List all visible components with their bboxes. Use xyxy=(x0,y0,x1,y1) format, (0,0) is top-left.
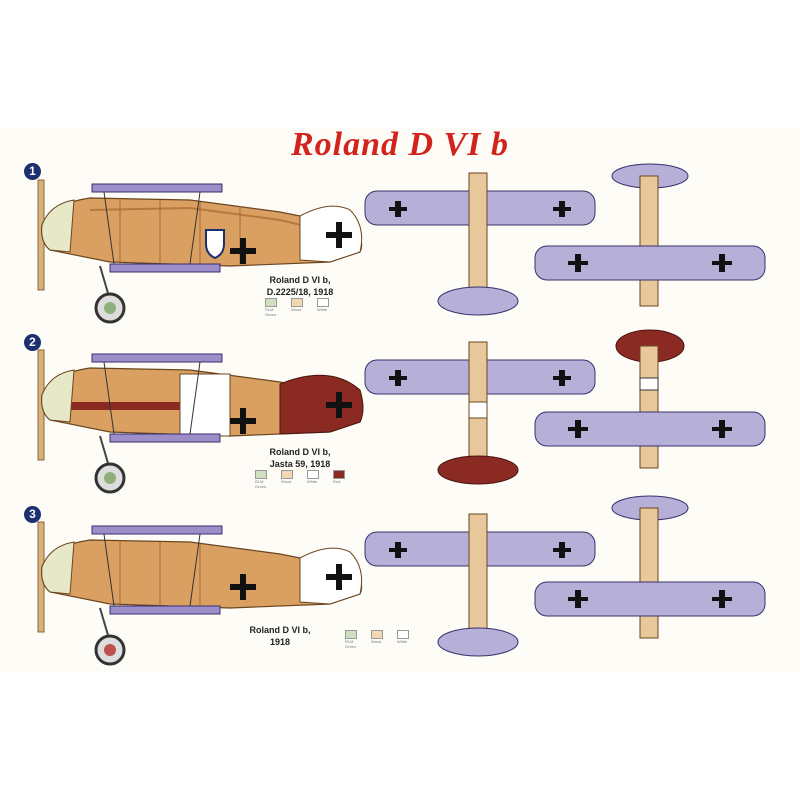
color-swatches: RLM Green Wood White xyxy=(345,630,415,649)
color-swatches: RLM Green Wood White xyxy=(265,298,335,317)
profile-number-badge: 3 xyxy=(24,506,41,523)
profile-caption-line1: Roland D VI b, xyxy=(269,447,331,457)
decal-sheet: Roland D VI b 1 Roland D VI b, D.2225/18… xyxy=(0,128,800,673)
swatch: Wood xyxy=(371,630,389,649)
bottom-plan-view-3 xyxy=(534,495,766,639)
profile-caption-line2: 1918 xyxy=(269,637,291,647)
side-profile-1 xyxy=(37,179,363,324)
color-swatches: RLM Green Wood White Red xyxy=(255,470,351,489)
bottom-plan-view-1 xyxy=(534,163,766,307)
profile-caption: Roland D VI b, Jasta 59, 1918 xyxy=(230,446,370,470)
side-profile-2 xyxy=(37,349,364,494)
swatch: RLM Green xyxy=(265,298,283,317)
swatch: RLM Green xyxy=(255,470,273,489)
top-plan-view-3 xyxy=(364,513,596,657)
swatch: Red xyxy=(333,470,351,489)
swatch: Wood xyxy=(291,298,309,317)
side-profile-3 xyxy=(37,521,363,666)
profile-caption-line2: D.2225/18, 1918 xyxy=(266,287,334,297)
profile-caption: Roland D VI b, D.2225/18, 1918 xyxy=(230,274,370,298)
profile-caption: Roland D VI b, 1918 xyxy=(210,624,350,648)
swatch: RLM Green xyxy=(345,630,363,649)
bottom-plan-view-2 xyxy=(534,329,766,469)
profile-caption-line2: Jasta 59, 1918 xyxy=(269,459,331,469)
profile-caption-line1: Roland D VI b, xyxy=(249,625,311,635)
page-title: Roland D VI b xyxy=(291,126,509,163)
top-plan-view-1 xyxy=(364,172,596,316)
top-plan-view-2 xyxy=(364,341,596,485)
swatch: White xyxy=(397,630,415,649)
profile-number-badge: 2 xyxy=(24,334,41,351)
profile-caption-line1: Roland D VI b, xyxy=(269,275,331,285)
swatch: White xyxy=(317,298,335,317)
profile-number-badge: 1 xyxy=(24,163,41,180)
swatch: White xyxy=(307,470,325,489)
swatch: Wood xyxy=(281,470,299,489)
